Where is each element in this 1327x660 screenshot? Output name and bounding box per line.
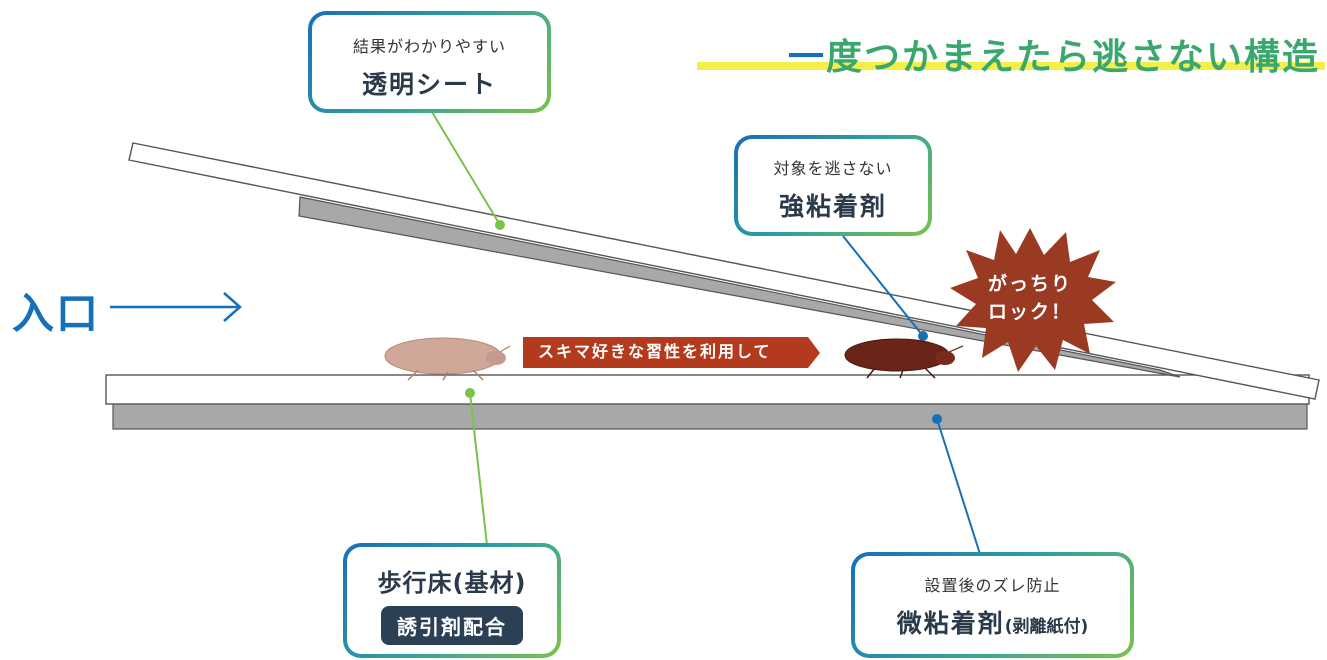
leader-dot-floor [465, 388, 475, 398]
headline-underline [697, 62, 1325, 70]
headline-text: 度つかまえたら逃さない構造 [825, 37, 1320, 78]
burst-icon [950, 228, 1116, 372]
callout-transparent-big: 透明シート [361, 70, 497, 99]
leader-strong [842, 235, 924, 337]
callout-floor-big: 歩行床(基材) [377, 569, 527, 597]
leader-floor [469, 392, 488, 546]
leader-dot-strong [918, 331, 928, 341]
callout-walking-floor: 歩行床(基材) 誘引剤配合 [343, 543, 561, 658]
callout-transparent-small: 結果がわかりやすい [352, 37, 506, 56]
burst-text: がっちり ロック！ [950, 270, 1110, 326]
callout-weak-paren: (剥離紙付) [1004, 617, 1089, 637]
burst-line-1: がっちり [987, 273, 1072, 295]
callout-weak-adhesive: 設置後のズレ防止 微粘着剤(剥離紙付) [851, 552, 1134, 658]
bug-icon-caught [844, 338, 964, 379]
headline-accent: 一 [787, 37, 826, 78]
banner-text: スキマ好きな習性を利用して [538, 342, 772, 361]
callout-strong-small: 対象を逃さない [773, 159, 893, 178]
callout-transparent-sheet: 結果がわかりやすい 透明シート [308, 11, 551, 113]
burst-line-2: ロック！ [987, 301, 1072, 323]
leader-transparent [431, 111, 501, 226]
callout-weak-title: 微粘着剤(剥離紙付) [855, 604, 1130, 640]
weak-adhesive-layer [112, 400, 1308, 430]
headline: 一度つかまえたら逃さない構造 [700, 28, 1320, 78]
bug-icon [384, 337, 511, 381]
walking-floor [105, 374, 1310, 405]
arrow-right-icon [110, 292, 242, 322]
banner-arrow [523, 337, 820, 368]
entrance-label: 入口 [12, 289, 101, 338]
callout-weak-small: 設置後のズレ防止 [924, 576, 1061, 595]
callout-strong-big: 強粘着剤 [778, 192, 887, 221]
callout-weak-big: 微粘着剤 [896, 609, 1005, 638]
leader-dot-transparent [495, 220, 505, 230]
leader-dot-weak [932, 414, 942, 424]
callout-floor-pill: 誘引剤配合 [381, 606, 523, 645]
strong-adhesive-layer [298, 196, 1181, 378]
leader-weak [936, 418, 981, 555]
callout-strong-adhesive: 対象を逃さない 強粘着剤 [734, 135, 932, 236]
